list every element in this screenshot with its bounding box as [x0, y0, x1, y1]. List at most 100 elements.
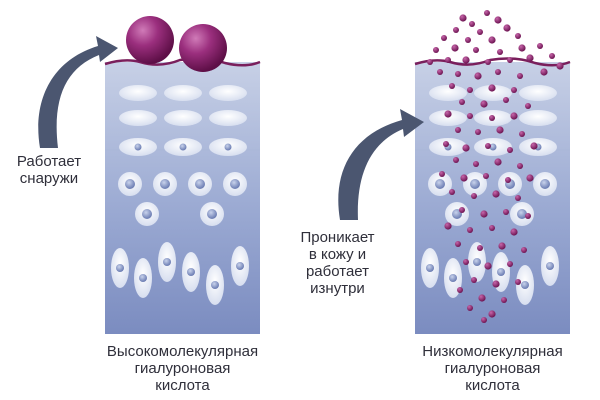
small-molecule: [459, 207, 465, 213]
small-molecule: [505, 177, 511, 183]
large-molecule: [126, 16, 174, 64]
cell-nucleus: [207, 209, 217, 219]
small-molecule: [444, 110, 452, 118]
cell-nucleus: [187, 268, 195, 276]
cell-nucleus: [426, 264, 434, 272]
small-molecule: [492, 280, 500, 288]
small-molecule: [443, 141, 449, 147]
outside-note: Работает снаружи: [4, 153, 94, 187]
cell-nucleus: [489, 143, 497, 151]
small-molecule: [467, 305, 473, 311]
small-molecule: [517, 73, 523, 79]
small-molecule: [489, 225, 495, 231]
small-molecule: [457, 287, 463, 293]
small-molecule: [540, 68, 548, 76]
small-molecule: [455, 127, 461, 133]
cell-nucleus: [517, 209, 527, 219]
left-caption-line-3: кислота: [155, 377, 210, 394]
small-molecule: [489, 115, 495, 121]
flat-cell: [119, 110, 157, 126]
right-caption: Низкомолекулярная гиалуроновая кислота: [390, 343, 595, 394]
small-molecule: [521, 247, 527, 253]
small-molecule: [459, 14, 467, 22]
small-molecule: [462, 144, 470, 152]
small-molecule: [441, 35, 447, 41]
small-molecule: [467, 113, 473, 119]
cell-nucleus: [160, 179, 170, 189]
small-molecule: [495, 69, 501, 75]
outside-note-line-1: Работает: [16, 153, 82, 170]
left-skin-surface: [104, 57, 261, 67]
penetration-note-line-4: изнутри: [310, 280, 365, 297]
small-molecule: [474, 72, 482, 80]
flat-cell: [519, 110, 557, 126]
cell-nucleus: [546, 262, 554, 270]
small-molecules: [427, 10, 564, 323]
cell-nucleus: [139, 274, 147, 282]
small-molecule: [459, 99, 465, 105]
small-molecule: [498, 242, 506, 250]
small-molecule: [549, 53, 555, 59]
small-molecule: [433, 47, 439, 53]
cell-nucleus: [224, 143, 232, 151]
flat-cell: [519, 85, 557, 101]
small-molecule: [515, 279, 521, 285]
small-molecule: [439, 171, 445, 177]
small-molecule: [484, 10, 490, 16]
small-molecule: [519, 131, 525, 137]
small-molecule: [537, 43, 543, 49]
cell-nucleus: [470, 179, 480, 189]
small-molecule: [477, 29, 483, 35]
left-caption: Высокомолекулярная гиалуроновая кислота: [80, 343, 285, 394]
cell-nucleus: [521, 281, 529, 289]
penetration-note-line-2: в кожу и: [308, 246, 367, 263]
small-molecule: [480, 100, 488, 108]
cell-nucleus: [540, 179, 550, 189]
small-molecule: [530, 142, 538, 150]
small-molecule: [469, 21, 475, 27]
small-molecule: [507, 261, 513, 267]
right-caption-line-1: Низкомолекулярная: [422, 343, 563, 360]
small-molecule: [525, 213, 531, 219]
right-skin-block: [414, 10, 571, 334]
small-molecule: [518, 44, 526, 52]
small-molecule: [477, 245, 483, 251]
left-caption-line-1: Высокомолекулярная: [106, 343, 259, 360]
flat-cell: [209, 85, 247, 101]
small-molecule: [510, 228, 518, 236]
small-molecule: [478, 294, 486, 302]
small-molecule: [503, 209, 509, 215]
cell-nucleus: [195, 179, 205, 189]
outside-note-line-2: снаружи: [19, 170, 79, 187]
small-molecule: [515, 33, 521, 39]
small-molecule: [488, 310, 496, 318]
flat-cell: [429, 110, 467, 126]
small-molecule: [507, 147, 513, 153]
small-molecule: [525, 103, 531, 109]
small-molecule: [427, 59, 433, 65]
small-molecule: [463, 259, 469, 265]
penetration-arrow-icon: [338, 109, 424, 220]
cell-nucleus: [236, 262, 244, 270]
cell-nucleus: [435, 179, 445, 189]
right-caption-line-2: гиалуроновая: [444, 360, 541, 377]
small-molecule: [481, 317, 487, 323]
left-caption-line-2: гиалуроновая: [134, 360, 231, 377]
small-molecule: [517, 163, 523, 169]
small-molecule: [475, 129, 481, 135]
flat-cell: [429, 85, 467, 101]
small-molecule: [449, 83, 455, 89]
right-caption-line-3: кислота: [465, 377, 520, 394]
small-molecule: [511, 87, 517, 93]
small-molecule: [444, 222, 452, 230]
cell-nucleus: [211, 281, 219, 289]
small-molecule: [497, 49, 503, 55]
large-molecule: [179, 24, 227, 72]
small-molecule: [473, 161, 479, 167]
small-molecule: [473, 47, 479, 53]
small-molecule: [526, 174, 534, 182]
small-molecule: [492, 190, 500, 198]
penetration-note-line-1: Проникает: [300, 229, 375, 246]
small-molecule: [501, 297, 507, 303]
